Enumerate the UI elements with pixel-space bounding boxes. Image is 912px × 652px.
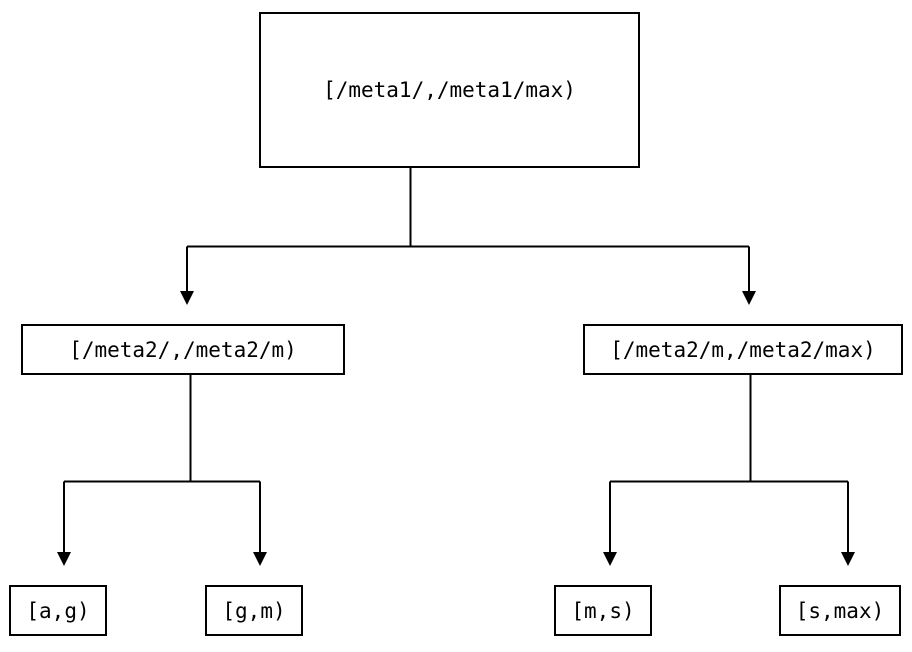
arrowhead-to-right-mid: [742, 291, 756, 305]
tree-node-leaf-smax[interactable]: [s,max): [779, 585, 901, 636]
arrowhead-to-leaf-ms: [603, 552, 617, 566]
tree-node-leaf-ag-label: [a,g): [26, 598, 90, 623]
tree-node-leaf-smax-label: [s,max): [795, 598, 885, 623]
arrowhead-to-leaf-gm: [253, 552, 267, 566]
tree-node-right-mid-label: [/meta2/m,/meta2/max): [610, 337, 876, 362]
tree-node-left-mid[interactable]: [/meta2/,/meta2/m): [21, 324, 345, 375]
arrowhead-to-leaf-smax: [841, 552, 855, 566]
tree-node-root[interactable]: [/meta1/,/meta1/max): [259, 12, 640, 168]
tree-node-leaf-ms[interactable]: [m,s): [554, 585, 652, 636]
tree-node-leaf-gm[interactable]: [g,m): [205, 585, 303, 636]
tree-node-root-label: [/meta1/,/meta1/max): [323, 78, 576, 102]
tree-node-left-mid-label: [/meta2/,/meta2/m): [69, 337, 297, 362]
arrowhead-to-left-mid: [180, 291, 194, 305]
tree-node-leaf-gm-label: [g,m): [222, 598, 286, 623]
tree-node-leaf-ag[interactable]: [a,g): [9, 585, 107, 636]
arrowhead-to-leaf-ag: [57, 552, 71, 566]
tree-node-leaf-ms-label: [m,s): [571, 598, 635, 623]
tree-node-right-mid[interactable]: [/meta2/m,/meta2/max): [583, 324, 903, 375]
